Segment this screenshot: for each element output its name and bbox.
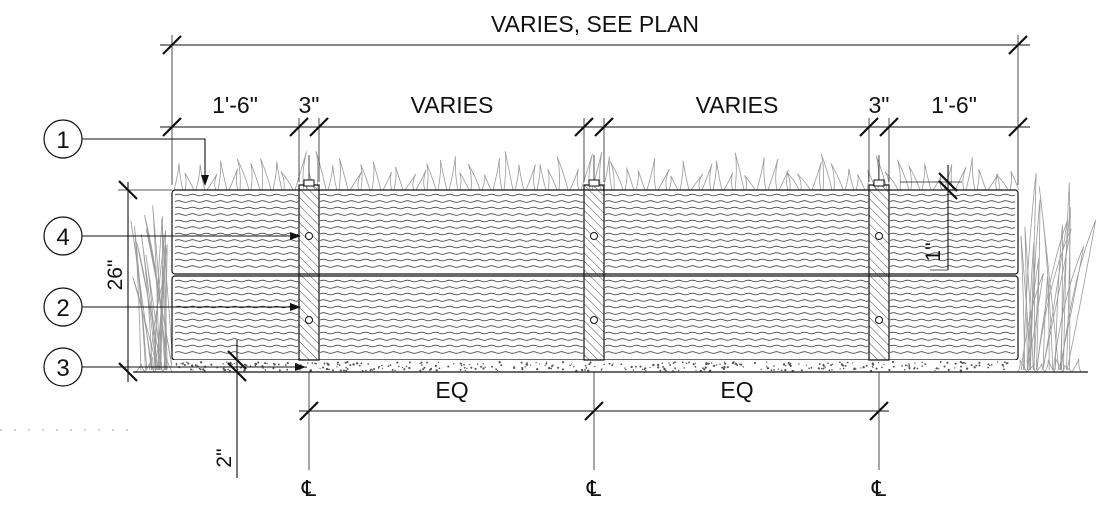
callout-number: 3 — [56, 355, 69, 382]
bolt — [875, 316, 883, 324]
post-left-dimension: 3" — [299, 92, 320, 118]
callout-circle-4 — [43, 216, 83, 256]
post-right — [868, 184, 890, 361]
height-dimension-label: 26" — [104, 260, 127, 291]
bolt — [305, 232, 313, 240]
clearance-dimension: 2" — [213, 340, 247, 478]
callout-circle-2 — [43, 287, 83, 327]
callout-number: 1 — [56, 127, 69, 154]
post-right-dimension: 3" — [869, 92, 890, 118]
callout-leaders — [81, 138, 306, 371]
gravel-base — [172, 360, 1018, 373]
board-gap-dimension: 1" — [900, 165, 962, 271]
callout-number: 4 — [56, 224, 69, 251]
centerlines: ℄ ℄ ℄ — [301, 155, 887, 501]
overall-dimension: VARIES, SEE PLAN — [160, 11, 1030, 185]
centerline-symbol: ℄ — [301, 476, 317, 501]
callout-circle-3 — [43, 347, 83, 387]
callout-circle-1 — [43, 119, 83, 159]
eq-left-label: EQ — [435, 377, 468, 403]
eq-dimensions: EQ EQ — [299, 377, 889, 421]
centerline-symbol: ℄ — [586, 476, 602, 501]
span-left-dimension: VARIES — [411, 92, 494, 118]
eq-right-label: EQ — [720, 377, 753, 403]
height-dimension: 26" — [104, 180, 172, 382]
post-center — [583, 184, 605, 361]
bolt — [590, 316, 598, 324]
callouts: 1 4 2 3 — [43, 119, 83, 387]
end-right-dimension: 1'-6" — [931, 92, 977, 118]
overall-dimension-label: VARIES, SEE PLAN — [491, 11, 699, 37]
segment-dimensions: 1'-6" 3" VARIES VARIES 3" 1'-6" — [160, 92, 1030, 182]
post-left — [298, 184, 320, 361]
clearance-dimension-label: 2" — [213, 448, 236, 467]
centerline-symbol: ℄ — [871, 476, 887, 501]
board-gap-dimension-label: 1" — [922, 242, 945, 261]
bolt — [305, 316, 313, 324]
callout-number: 2 — [56, 295, 69, 322]
bolt — [875, 232, 883, 240]
end-left-dimension: 1'-6" — [212, 92, 258, 118]
wood-grain — [174, 193, 1016, 354]
bolt — [590, 232, 598, 240]
posts — [298, 179, 890, 361]
span-right-dimension: VARIES — [696, 92, 779, 118]
